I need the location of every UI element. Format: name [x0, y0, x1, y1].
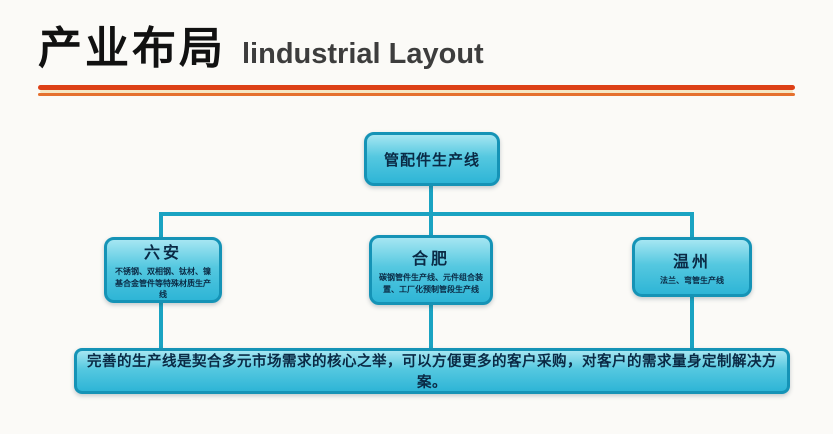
- node-wenzhou-name: 温州: [672, 253, 711, 271]
- node-root: 管配件生产线: [364, 132, 500, 186]
- divider-line-bottom: [38, 93, 795, 96]
- node-hefei-desc: 碳钢管件生产线、元件组合装置、工厂化预制管段生产线: [379, 272, 483, 294]
- connector-luan-summary: [159, 302, 163, 349]
- node-wenzhou: 温州 法兰、弯管生产线: [632, 237, 752, 297]
- page-title: 产业布局 lindustrial Layout: [38, 12, 795, 76]
- node-hefei-name: 合肥: [411, 250, 450, 268]
- slide-header: 产业布局 lindustrial Layout: [38, 12, 795, 96]
- node-root-label: 管配件生产线: [383, 151, 480, 169]
- node-hefei: 合肥 碳钢管件生产线、元件组合装置、工厂化预制管段生产线: [369, 235, 493, 305]
- page-title-en: lindustrial Layout: [242, 38, 484, 70]
- connector-root-drop: [429, 186, 433, 214]
- summary-text: 完善的生产线是契合多元市场需求的核心之举，可以方便更多的客户采购，对客户的需求量…: [87, 354, 777, 391]
- connector-horizontal: [159, 212, 694, 216]
- node-luan: 六安 不锈钢、双相钢、钛材、镍基合金管件等特殊材质生产线: [104, 237, 222, 303]
- connector-drop-hefei: [429, 214, 433, 236]
- divider-line-gap: [40, 90, 793, 93]
- title-divider: [38, 85, 795, 96]
- node-wenzhou-desc: 法兰、弯管生产线: [660, 275, 724, 285]
- node-luan-name: 六安: [143, 245, 182, 263]
- connector-drop-wenzhou: [690, 214, 694, 238]
- node-luan-desc: 不锈钢、双相钢、钛材、镍基合金管件等特殊材质生产线: [115, 267, 211, 300]
- connector-drop-luan: [159, 214, 163, 238]
- divider-line-top: [38, 85, 795, 90]
- connector-hefei-summary: [429, 304, 433, 349]
- summary-bar: 完善的生产线是契合多元市场需求的核心之举，可以方便更多的客户采购，对客户的需求量…: [74, 348, 790, 394]
- page-title-zh: 产业布局: [38, 24, 226, 73]
- connector-wenzhou-summary: [690, 296, 694, 349]
